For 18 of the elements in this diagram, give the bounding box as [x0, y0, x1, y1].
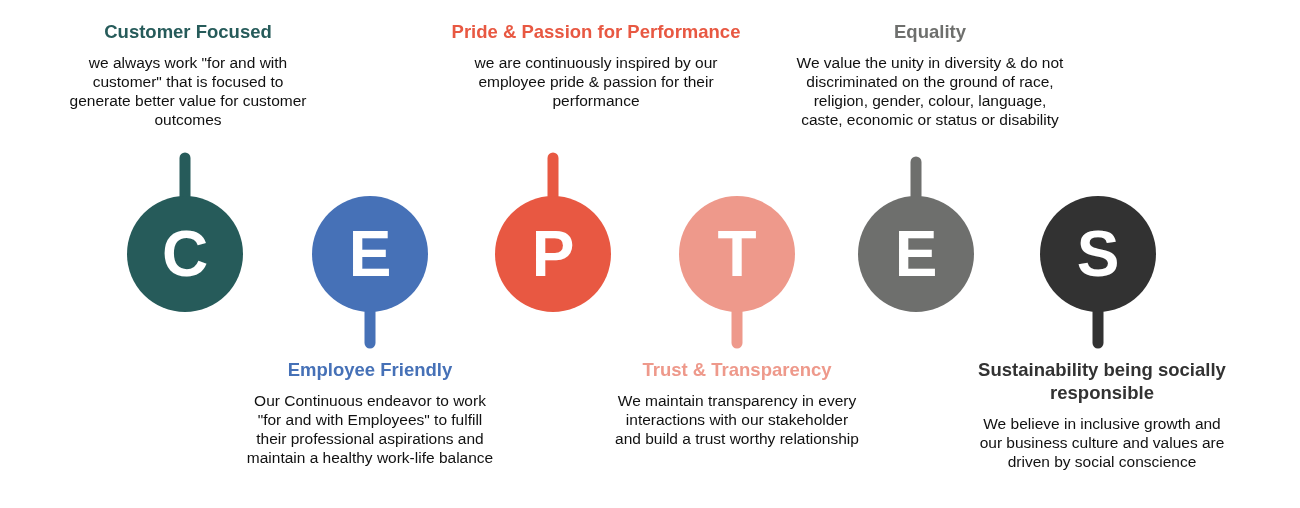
- letter-circle: C: [127, 196, 243, 312]
- value-description: we are continuously inspired by our employee pride & passion for their performance: [473, 53, 719, 110]
- letter-circle: S: [1040, 196, 1156, 312]
- value-heading: Sustainability being socially responsible: [977, 358, 1227, 404]
- value-heading: Customer Focused: [104, 20, 272, 43]
- value-heading: Pride & Passion for Performance: [451, 20, 741, 43]
- value-description: We maintain transparency in every interactions with our stakeholder and build a trust worthy relationship: [614, 391, 860, 448]
- letter-circle: T: [679, 196, 795, 312]
- value-description: We value the unity in diversity & do not discriminated on the ground of race, religion, gender, colour, language, caste, economic or status or disability: [795, 53, 1065, 129]
- value-description: we always work "for and with customer" that is focused to generate better value for customer outcomes: [68, 53, 308, 129]
- value-description: Our Continuous endeavor to work "for and with Employees" to fulfill their professional aspirations and maintain a healthy work-life balance: [245, 391, 495, 467]
- value-heading: Trust & Transparency: [642, 358, 832, 381]
- letter-circle: E: [312, 196, 428, 312]
- value-heading: Employee Friendly: [287, 358, 453, 381]
- value-heading: Equality: [894, 20, 966, 43]
- value-description: We believe in inclusive growth and our business culture and values are driven by social conscience: [978, 414, 1226, 471]
- letter-circle: E: [858, 196, 974, 312]
- letter-circle: P: [495, 196, 611, 312]
